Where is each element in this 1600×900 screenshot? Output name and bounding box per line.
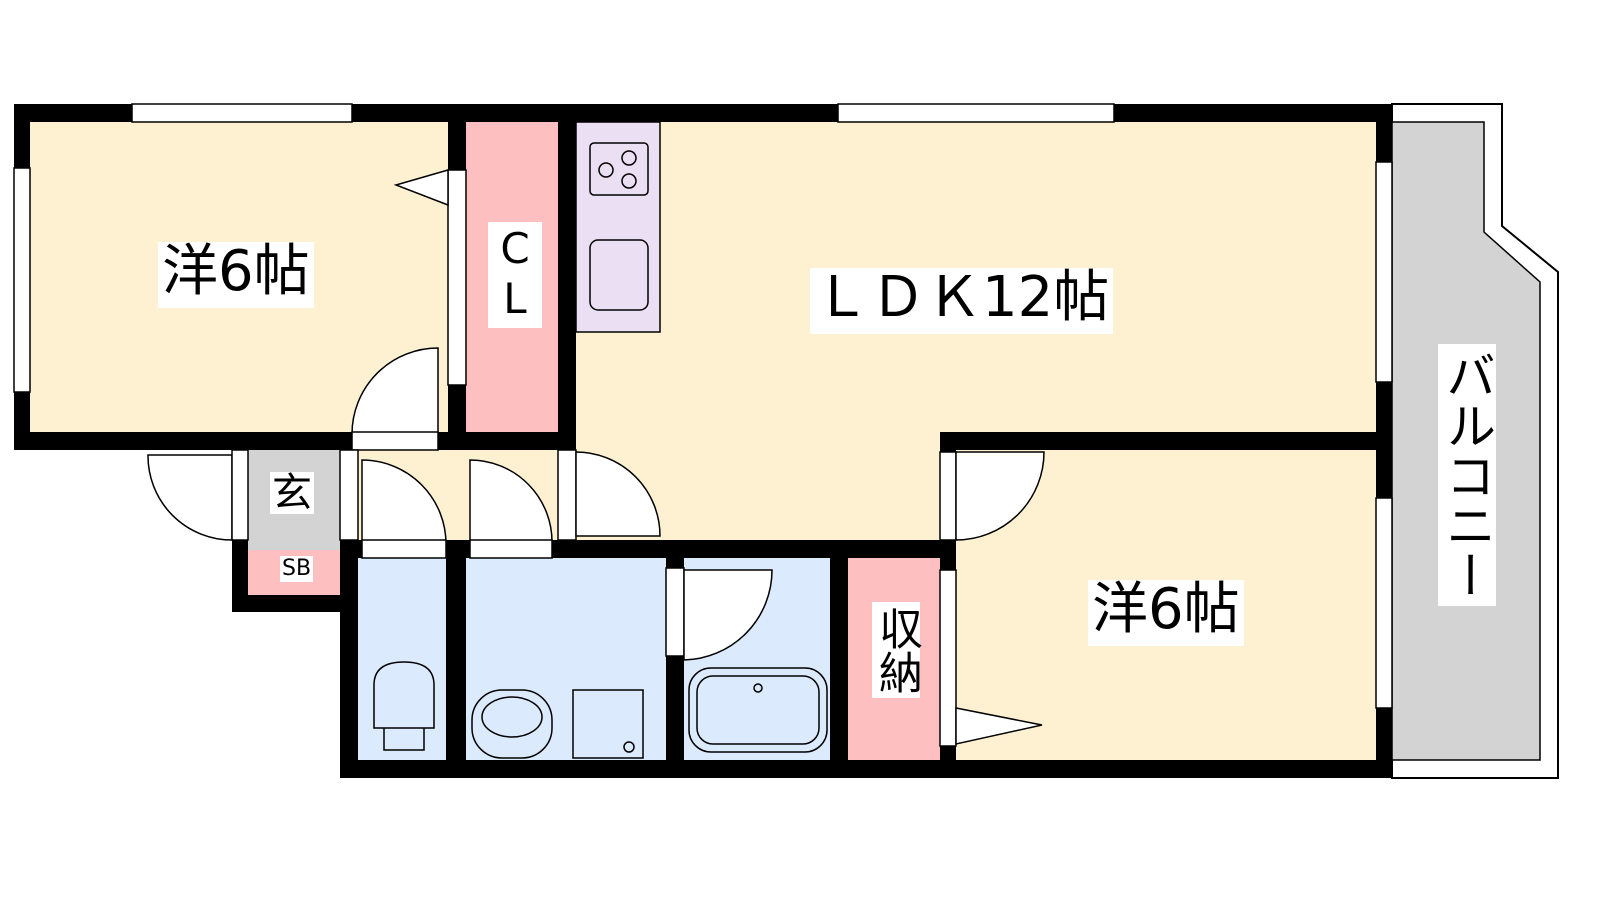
washroom-floor xyxy=(466,558,666,760)
storage-label: 収納 xyxy=(871,602,922,698)
drain-icon xyxy=(623,741,635,753)
doors xyxy=(147,169,1045,747)
washbasin-icon xyxy=(471,689,553,759)
entrance-label: 玄 xyxy=(270,470,314,516)
toilet-room-floor xyxy=(358,558,446,760)
washing-machine-space xyxy=(572,689,644,759)
burner-icon xyxy=(621,150,637,166)
toilet-icon xyxy=(373,661,435,751)
closet-label: C L xyxy=(488,222,542,328)
shoe-box-label: SB xyxy=(280,556,314,582)
bathtub-inner xyxy=(696,675,820,745)
stove-icon xyxy=(589,142,649,196)
sink-icon xyxy=(589,239,649,311)
basin-bowl xyxy=(481,696,543,738)
balcony-label: バルコニー xyxy=(1438,344,1496,606)
bathtub-icon xyxy=(688,667,828,753)
windows xyxy=(13,103,1393,709)
ldk-label: ＬＤＫ12帖 xyxy=(810,268,1114,334)
western-room-2-label: 洋6帖 xyxy=(1088,580,1244,646)
western-room-1-label: 洋6帖 xyxy=(158,242,314,308)
burner-icon xyxy=(621,173,637,189)
bath-drain-icon xyxy=(753,683,763,693)
burner-icon xyxy=(598,162,614,178)
